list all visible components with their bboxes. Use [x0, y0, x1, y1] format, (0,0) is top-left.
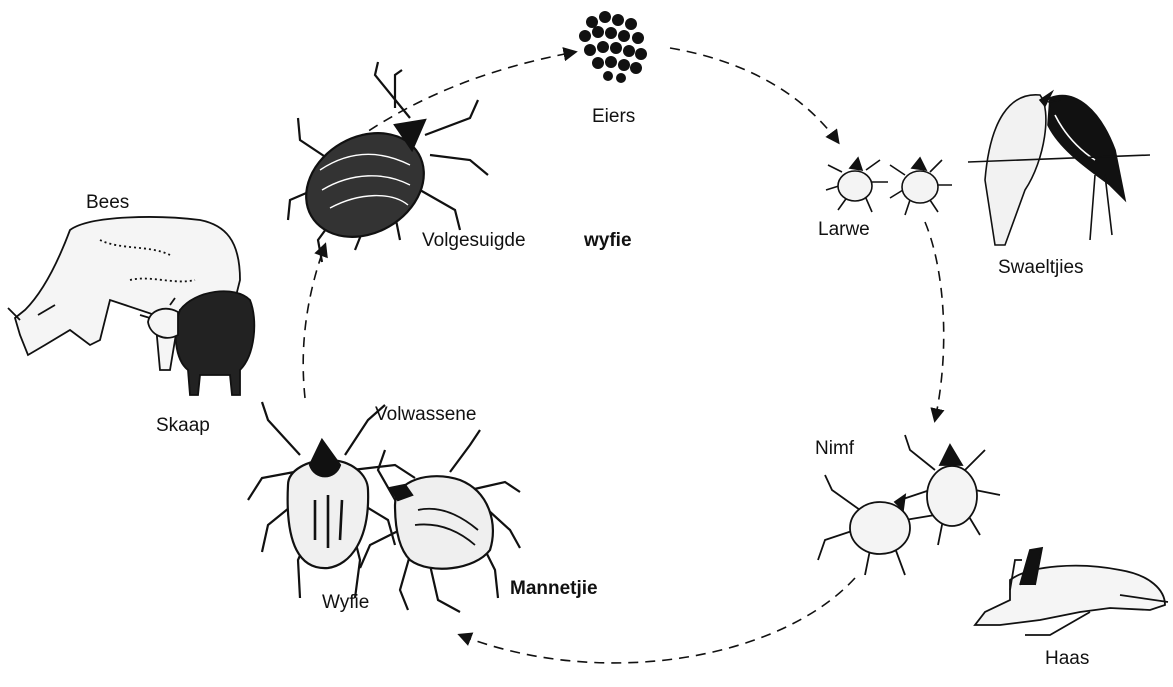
arrow-eggs-to-larva — [670, 48, 838, 142]
hare-icon — [975, 548, 1168, 635]
label-female: Wyfie — [322, 592, 369, 614]
adult-male-tick-icon — [360, 430, 520, 612]
label-engorged-female-2: wyfie — [584, 230, 632, 252]
label-nymph: Nimf — [815, 438, 854, 460]
swallows-icon — [968, 92, 1150, 245]
label-larva: Larwe — [818, 219, 870, 241]
label-cattle: Bees — [86, 192, 129, 214]
label-swallows: Swaeltjies — [998, 257, 1084, 279]
arrow-larva-to-nymph — [925, 222, 944, 420]
label-hare: Haas — [1045, 648, 1089, 670]
label-adults: Volwassene — [375, 404, 476, 426]
larva-tick-icon — [826, 158, 952, 215]
egg-cluster-icon — [579, 11, 647, 83]
label-eggs: Eiers — [592, 106, 635, 128]
label-male: Mannetjie — [510, 578, 598, 600]
label-engorged-female-1: Volgesuigde — [422, 230, 526, 252]
adult-female-tick-icon — [248, 402, 415, 598]
arrow-adults-to-engorged — [303, 245, 325, 398]
arrow-female-to-eggs — [355, 52, 575, 140]
label-sheep: Skaap — [156, 415, 210, 437]
